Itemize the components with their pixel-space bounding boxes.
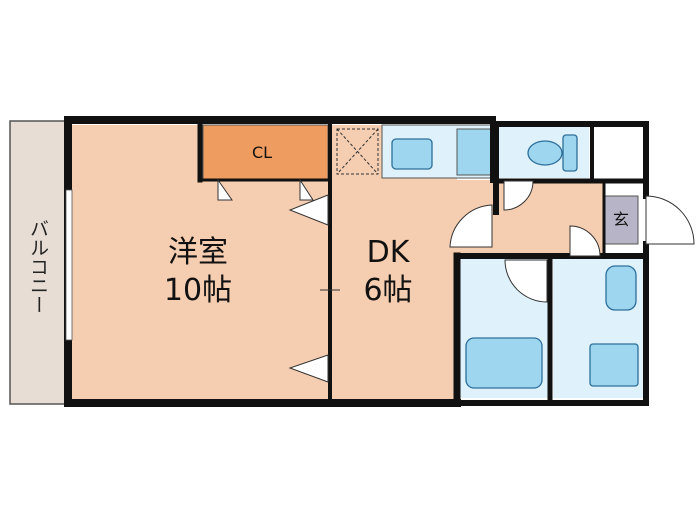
door-closet-2 [299, 178, 314, 201]
door-wash [569, 225, 601, 257]
dk-room-size: 6帖 [363, 273, 412, 308]
balcony-label: バルコニー [27, 219, 49, 314]
wash-basin [605, 265, 637, 311]
fridge-space [336, 128, 379, 175]
western-room-name: 洋室 [168, 235, 228, 270]
sink-basin [391, 138, 433, 170]
door-dk-swing [449, 204, 493, 248]
walls [64, 116, 649, 407]
door-closet [217, 178, 233, 201]
washing-machine [589, 343, 639, 387]
toilet-bowl [527, 140, 563, 166]
closet [202, 124, 329, 180]
cooktop [456, 128, 492, 176]
storage [592, 125, 642, 178]
fridge-cross-2 [336, 128, 379, 175]
bathtub [465, 337, 543, 389]
dk-room-name: DK [367, 235, 411, 270]
entrance [604, 195, 639, 245]
toilet-tank [562, 134, 578, 172]
entrance-label: 玄 [613, 210, 629, 229]
balcony-window [65, 189, 73, 341]
door-entrance [645, 195, 695, 245]
door-bath [504, 259, 548, 303]
door-western [288, 194, 329, 226]
door-western-2 [288, 354, 329, 383]
balcony [9, 120, 67, 405]
closet-label: CL [252, 143, 272, 162]
door-toilet [503, 180, 534, 211]
western-room-size: 10帖 [164, 273, 232, 308]
